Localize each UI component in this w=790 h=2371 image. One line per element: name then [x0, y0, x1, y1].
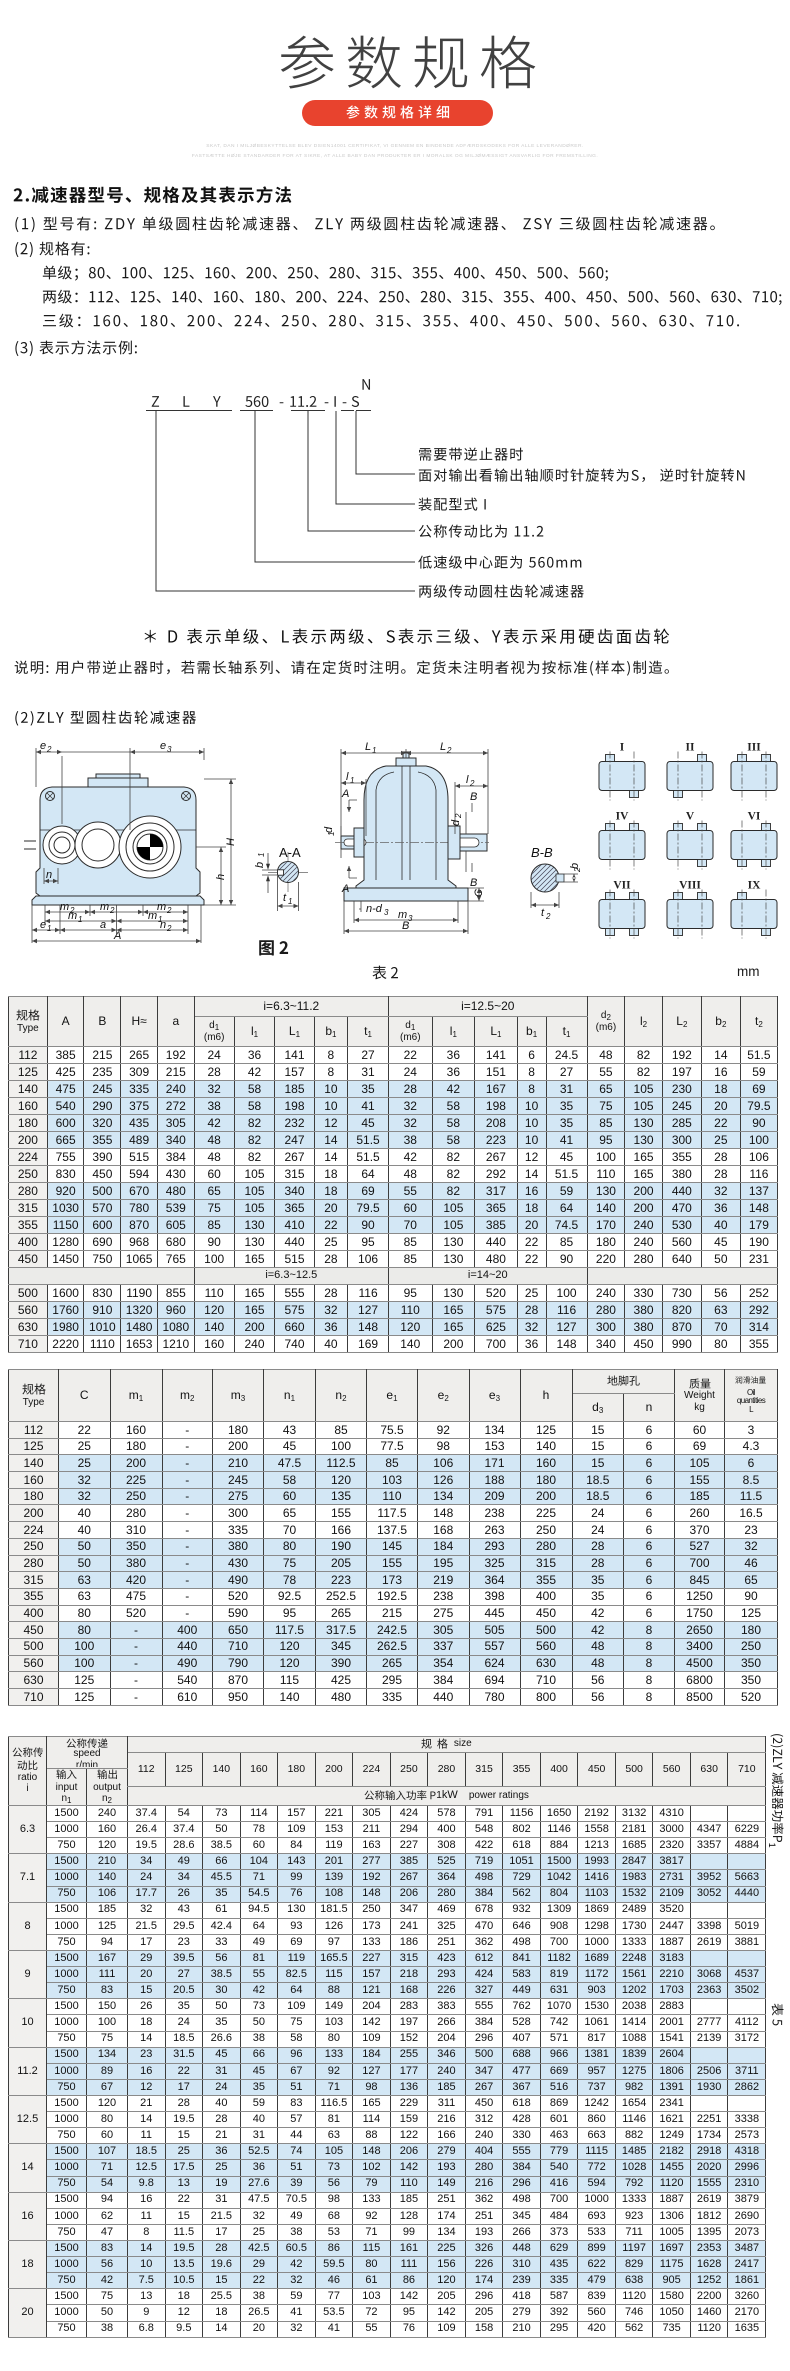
svg-text:A-A: A-A — [279, 845, 301, 860]
svg-text:V: V — [686, 811, 695, 823]
svg-text:m: m — [100, 901, 109, 913]
svg-text:B: B — [470, 791, 477, 803]
svg-text:VI: VI — [748, 811, 761, 823]
svg-text:L: L — [365, 741, 371, 753]
svg-text:C: C — [473, 889, 485, 897]
svg-text:A: A — [113, 930, 121, 942]
svg-text:2: 2 — [469, 779, 475, 788]
svg-text:2: 2 — [166, 924, 172, 933]
svg-text:d: d — [323, 826, 335, 833]
svg-text:A: A — [341, 788, 349, 800]
svg-text:2: 2 — [46, 745, 52, 754]
svg-text:e: e — [160, 740, 166, 752]
svg-text:m: m — [157, 901, 166, 913]
svg-text:n-d: n-d — [366, 903, 383, 915]
svg-text:d: d — [450, 819, 462, 826]
svg-text:1: 1 — [47, 924, 51, 933]
svg-text:A: A — [341, 883, 349, 895]
svg-text:m: m — [148, 910, 157, 922]
svg-text:B: B — [470, 877, 477, 889]
svg-text:t: t — [283, 892, 287, 904]
svg-text:VII: VII — [613, 880, 631, 892]
svg-text:B: B — [402, 920, 409, 932]
svg-text:III: III — [747, 742, 761, 754]
svg-text:I: I — [620, 742, 625, 754]
svg-text:m: m — [68, 910, 77, 922]
svg-text:n: n — [160, 919, 166, 931]
svg-text:m: m — [398, 909, 407, 921]
svg-text:2: 2 — [545, 912, 551, 921]
svg-text:2: 2 — [573, 867, 582, 873]
svg-text:2: 2 — [446, 746, 452, 755]
svg-text:3: 3 — [408, 914, 413, 923]
svg-text:2: 2 — [166, 906, 172, 915]
svg-text:VIII: VIII — [679, 880, 701, 892]
svg-text:3: 3 — [384, 908, 389, 917]
svg-text:1: 1 — [257, 853, 266, 857]
svg-text:l: l — [466, 774, 469, 786]
svg-text:B-B: B-B — [531, 845, 553, 860]
svg-text:m: m — [60, 901, 69, 913]
svg-text:1: 1 — [327, 832, 336, 836]
svg-text:t: t — [541, 907, 545, 919]
svg-text:n: n — [46, 869, 52, 881]
svg-text:e: e — [40, 919, 46, 931]
svg-text:1: 1 — [350, 776, 354, 785]
svg-text:II: II — [686, 742, 695, 754]
svg-text:l: l — [346, 771, 349, 783]
svg-text:1: 1 — [78, 915, 82, 924]
svg-text:2: 2 — [109, 906, 115, 915]
svg-text:H: H — [225, 838, 237, 846]
svg-text:1: 1 — [158, 915, 162, 924]
svg-text:b: b — [254, 862, 266, 868]
svg-text:IV: IV — [616, 811, 629, 823]
svg-text:a: a — [100, 919, 106, 931]
svg-text:b: b — [569, 863, 581, 869]
svg-text:L: L — [440, 741, 446, 753]
svg-text:2: 2 — [69, 906, 75, 915]
svg-text:3: 3 — [167, 745, 172, 754]
svg-text:1: 1 — [372, 746, 376, 755]
svg-text:1: 1 — [288, 897, 292, 906]
svg-text:IX: IX — [748, 880, 761, 892]
svg-text:2: 2 — [454, 813, 463, 819]
svg-text:h: h — [215, 874, 227, 880]
svg-text:e: e — [40, 740, 46, 752]
